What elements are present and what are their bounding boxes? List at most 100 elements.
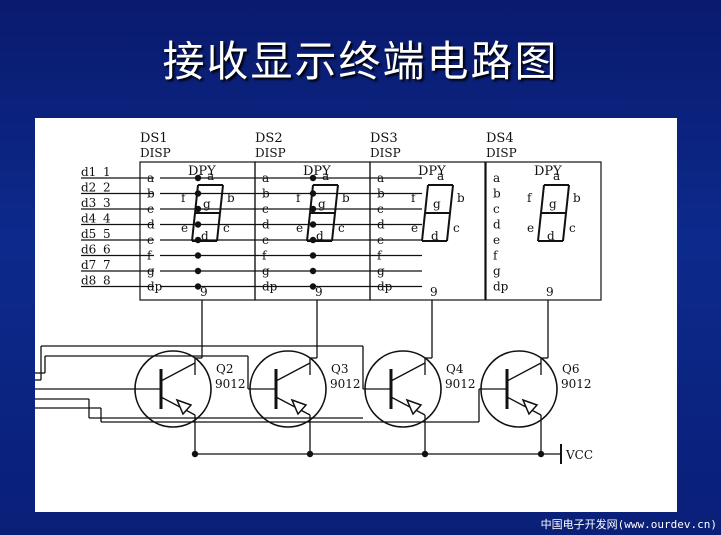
transistor-4-name: Q6 <box>562 362 579 376</box>
circuit-diagram-panel: DS1DISPDPYabcdefgdp9abcdefgDS2DISPDPYabc… <box>35 118 677 512</box>
data-line-1-name: d1 <box>81 165 96 179</box>
transistor-3-emitter <box>390 396 426 416</box>
display-3-segment-e <box>421 212 426 242</box>
data-line-8-number: 8 <box>103 274 111 288</box>
display-4-pin-d: d <box>493 218 501 232</box>
display-4-type: DPY <box>534 164 562 179</box>
transistor-2-collector <box>275 362 311 382</box>
data-line-5-number: 5 <box>103 227 111 241</box>
display-1-segment-b <box>219 184 224 214</box>
display-1-type: DPY <box>188 164 216 179</box>
display-1-segment-label-d: d <box>201 229 209 243</box>
display-4-segment-label-d: d <box>547 229 555 243</box>
display-3-segment-label-d: d <box>431 229 439 243</box>
display-2-segment-label-e: e <box>296 221 303 235</box>
data-bus-7-junction-2 <box>309 267 317 275</box>
display-2-segment-label-d: d <box>316 229 324 243</box>
display-2-common-pin: 9 <box>315 285 323 299</box>
display-1-segment-label-e: e <box>181 221 188 235</box>
data-bus-2-junction-1 <box>194 190 202 197</box>
display-1-segment-c <box>216 212 221 242</box>
display-2-name: DS2 <box>255 131 283 146</box>
display-4-pin-f: f <box>493 249 499 263</box>
transistor-4-part: 9012 <box>561 377 592 391</box>
display-4-segment-label-b: b <box>573 191 581 205</box>
display-1-segment-label-g: g <box>203 197 211 211</box>
transistor-1-part: 9012 <box>215 377 246 391</box>
data-line-1-number: 1 <box>103 165 111 179</box>
display-4-box <box>485 161 602 301</box>
display-4-pin-e: e <box>493 233 500 247</box>
data-line-7-name: d7 <box>81 258 96 272</box>
display-3-segment-label-a: a <box>437 169 444 183</box>
data-bus-7-junction-1 <box>194 267 202 275</box>
display-2-segment-label-b: b <box>342 191 350 205</box>
transistor-1-collector <box>160 362 196 382</box>
display-3-segment-label-b: b <box>457 191 465 205</box>
data-bus-6-junction-2 <box>309 252 317 259</box>
display-4-segment-c <box>562 212 567 242</box>
data-bus-1-junction-2 <box>309 174 317 182</box>
display-1-sub: DISP <box>140 146 171 160</box>
display-4-pin-c: c <box>493 202 500 216</box>
display-1-common-pin: 9 <box>200 285 208 299</box>
display-1-segment-label-a: a <box>207 169 214 183</box>
data-bus-4-junction-1 <box>194 221 202 228</box>
display-3-type: DPY <box>418 164 446 179</box>
data-bus-1-junction-1 <box>194 174 202 182</box>
display-4-segment-e <box>537 212 542 242</box>
transistor-1-emitter-arrow <box>175 398 193 416</box>
data-bus-2-junction-2 <box>309 190 317 197</box>
display-1-segment-label-b: b <box>227 191 235 205</box>
slide-title: 接收显示终端电路图 <box>162 37 559 86</box>
display-2-segment-c <box>331 212 336 242</box>
vcc-rail-junction-3 <box>537 450 545 458</box>
vcc-rail-junction-0 <box>191 450 199 458</box>
display-4-segment-label-a: a <box>553 169 560 183</box>
display-4-name: DS4 <box>486 131 514 146</box>
display-4-pin-a: a <box>493 171 500 185</box>
data-bus-8-junction-1 <box>194 283 202 290</box>
vcc-label: VCC <box>565 448 593 462</box>
transistor-1-name: Q2 <box>216 362 233 376</box>
transistor-2-emitter <box>275 396 311 416</box>
display-3-segment-b <box>449 184 454 214</box>
display-2-segment-label-a: a <box>322 169 329 183</box>
data-bus-8-junction-2 <box>309 283 317 290</box>
display-4-segment-label-f: f <box>527 191 533 205</box>
transistor-2-part: 9012 <box>330 377 361 391</box>
display-1-pin-dp: dp <box>147 280 163 294</box>
data-bus-5-junction-2 <box>309 236 317 244</box>
data-bus-3-junction-2 <box>309 205 317 213</box>
transistor-2-emitter-arrow <box>290 398 308 416</box>
display-4-segment-label-g: g <box>549 197 557 211</box>
display-1-name: DS1 <box>140 131 168 146</box>
data-line-8-name: d8 <box>81 274 96 288</box>
data-line-7-number: 7 <box>103 258 111 272</box>
data-line-6-number: 6 <box>103 243 111 257</box>
display-3-segment-label-f: f <box>411 191 417 205</box>
data-line-2-name: d2 <box>81 181 96 195</box>
transistor-3-collector <box>390 362 426 382</box>
display-2-segment-b <box>334 184 339 214</box>
data-bus-3-junction-1 <box>194 205 202 213</box>
data-line-5-name: d5 <box>81 227 96 241</box>
display-4-segment-label-c: c <box>569 221 576 235</box>
display-1-segment-label-f: f <box>181 191 187 205</box>
display-4-sub: DISP <box>486 146 517 160</box>
circuit-schematic: DS1DISPDPYabcdefgdp9abcdefgDS2DISPDPYabc… <box>35 131 602 464</box>
vcc-rail-junction-1 <box>306 450 314 458</box>
data-line-4-number: 4 <box>103 212 111 226</box>
data-line-3-name: d3 <box>81 196 96 210</box>
display-3-segment-label-e: e <box>411 221 418 235</box>
transistor-3-part: 9012 <box>445 377 476 391</box>
display-3-common-pin: 9 <box>430 285 438 299</box>
display-3-name: DS3 <box>370 131 398 146</box>
display-3-segment-label-g: g <box>433 197 441 211</box>
site-watermark: 中国电子开发网(www.ourdev.cn) <box>540 518 717 531</box>
transistor-4-emitter-arrow <box>521 398 539 416</box>
data-bus-5-junction-1 <box>194 236 202 244</box>
data-line-3-number: 3 <box>103 196 111 210</box>
display-4-common-pin: 9 <box>546 285 554 299</box>
display-4-pin-g: g <box>493 264 501 278</box>
